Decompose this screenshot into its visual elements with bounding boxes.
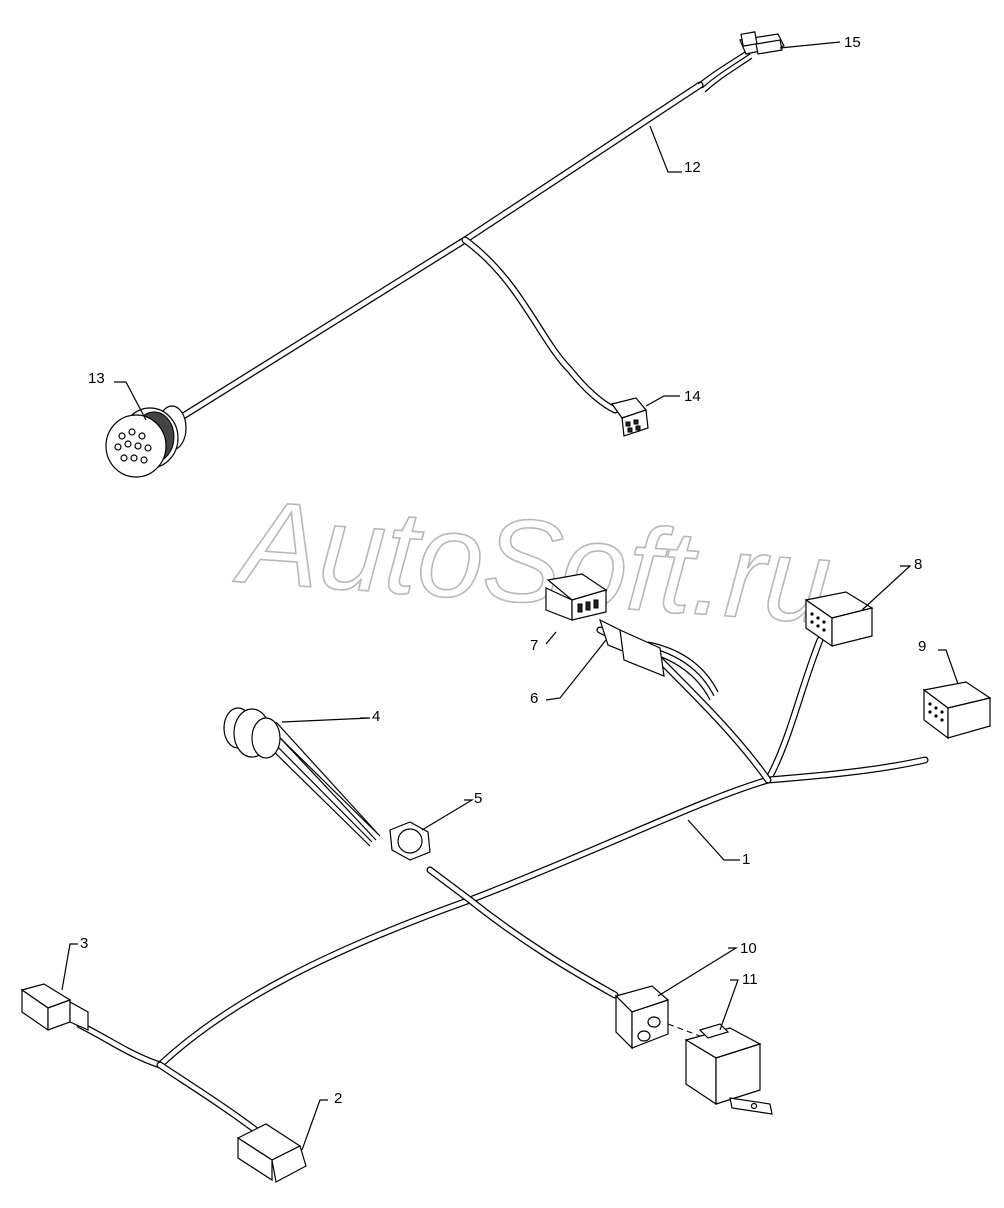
round-connector-13 (105, 405, 187, 478)
callout-11: 11 (742, 971, 758, 988)
connector-13-pins (114, 428, 152, 464)
connector-9 (922, 681, 992, 740)
callout-7: 7 (530, 637, 538, 654)
callout-2: 2 (334, 1090, 342, 1107)
callout-4: 4 (372, 708, 380, 725)
relay-dashed-line (667, 1023, 701, 1037)
callout-1: 1 (742, 851, 750, 868)
watermark: AutoSoft.ru (231, 476, 835, 649)
connector-14 (610, 397, 649, 437)
upper-harness (176, 49, 753, 422)
leader-lines (61, 41, 959, 1151)
callout-5: 5 (474, 790, 482, 807)
callout-12: 12 (684, 159, 701, 176)
relay-socket-10 (614, 985, 670, 1050)
callout-14: 14 (684, 388, 701, 405)
connector-3 (20, 983, 89, 1032)
connector-6 (598, 618, 665, 677)
connector-9-pins (928, 702, 944, 722)
callout-13: 13 (88, 370, 105, 387)
main-harness (76, 626, 929, 1139)
callout-15: 15 (844, 34, 861, 51)
relay-11 (684, 1023, 773, 1115)
connector-8 (804, 591, 874, 648)
callout-6: 6 (530, 690, 538, 707)
connector-15 (739, 31, 785, 55)
callout-3: 3 (80, 935, 88, 952)
connector-8-pins (810, 612, 826, 632)
callout-labels: 15 12 13 14 8 9 7 6 4 5 1 10 11 3 2 (80, 34, 926, 1107)
bulkhead-connector-4 (223, 707, 281, 759)
connector-2 (236, 1123, 307, 1183)
callout-10: 10 (740, 940, 757, 957)
nut-5 (389, 821, 431, 861)
connector-7 (545, 573, 608, 621)
callout-8: 8 (914, 556, 922, 573)
callout-9: 9 (918, 638, 926, 655)
